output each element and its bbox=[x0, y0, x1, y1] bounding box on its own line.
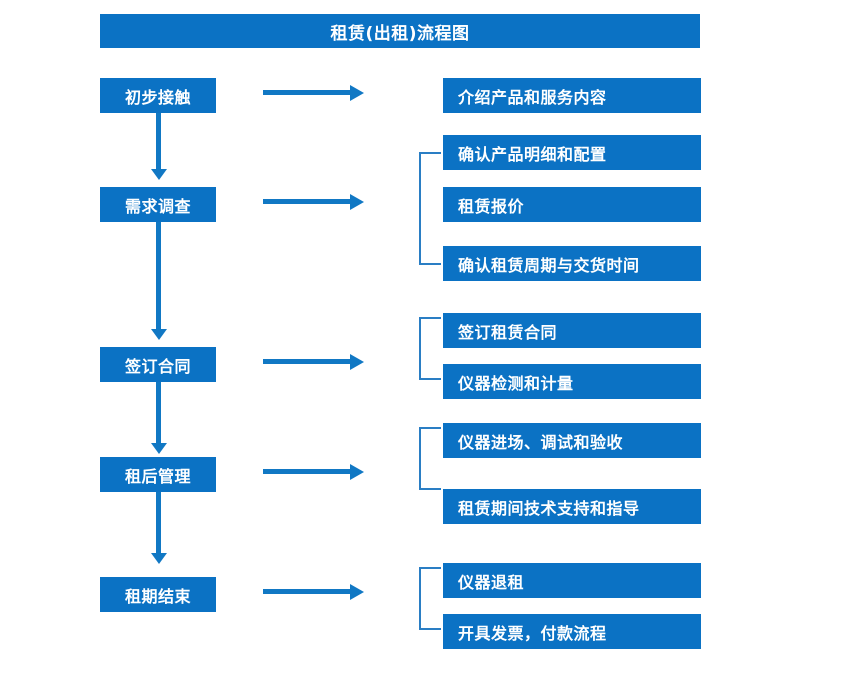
detail-box-2[interactable]: 确认产品明细和配置 bbox=[443, 135, 701, 170]
horizontal-arrow-2 bbox=[263, 193, 364, 210]
vertical-arrow-1 bbox=[150, 113, 167, 180]
detail-box-8[interactable]: 租赁期间技术支持和指导 bbox=[443, 489, 701, 524]
flowchart-title: 租赁(出租)流程图 bbox=[100, 14, 700, 48]
bracket-group-5 bbox=[419, 567, 441, 630]
vertical-arrow-2 bbox=[150, 222, 167, 340]
stage-box-3[interactable]: 签订合同 bbox=[100, 347, 216, 382]
detail-box-9[interactable]: 仪器退租 bbox=[443, 563, 701, 598]
detail-box-4[interactable]: 确认租赁周期与交货时间 bbox=[443, 246, 701, 281]
horizontal-arrow-3 bbox=[263, 353, 364, 370]
horizontal-arrow-4 bbox=[263, 463, 364, 480]
vertical-arrow-4 bbox=[150, 492, 167, 564]
detail-box-10[interactable]: 开具发票，付款流程 bbox=[443, 614, 701, 649]
detail-box-7[interactable]: 仪器进场、调试和验收 bbox=[443, 423, 701, 458]
detail-box-1[interactable]: 介绍产品和服务内容 bbox=[443, 78, 701, 113]
vertical-arrow-3 bbox=[150, 382, 167, 454]
detail-box-3[interactable]: 租赁报价 bbox=[443, 187, 701, 222]
stage-box-5[interactable]: 租期结束 bbox=[100, 577, 216, 612]
stage-box-1[interactable]: 初步接触 bbox=[100, 78, 216, 113]
stage-box-2[interactable]: 需求调查 bbox=[100, 187, 216, 222]
stage-box-4[interactable]: 租后管理 bbox=[100, 457, 216, 492]
horizontal-arrow-5 bbox=[263, 583, 364, 600]
detail-box-5[interactable]: 签订租赁合同 bbox=[443, 313, 701, 348]
bracket-group-3 bbox=[419, 317, 441, 380]
detail-box-6[interactable]: 仪器检测和计量 bbox=[443, 364, 701, 399]
bracket-group-2 bbox=[419, 152, 441, 265]
bracket-group-4 bbox=[419, 427, 441, 490]
horizontal-arrow-1 bbox=[263, 84, 364, 101]
